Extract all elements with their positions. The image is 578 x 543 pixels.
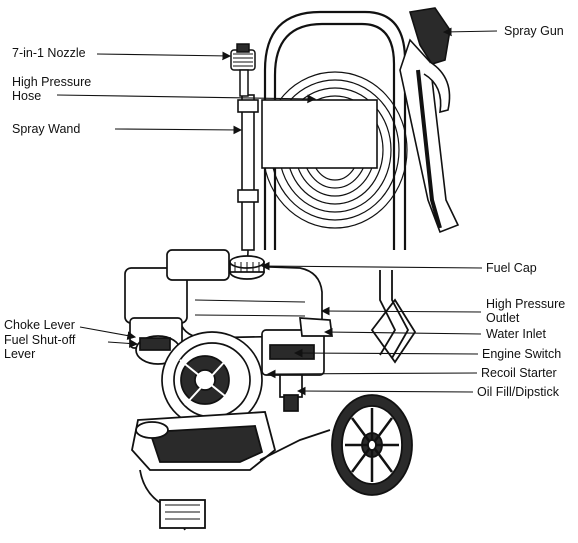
label-water-inlet: Water Inlet — [486, 327, 546, 341]
nozzle — [230, 43, 256, 97]
wheel — [331, 394, 413, 496]
label-fuel-shutoff-line2: Lever — [4, 347, 36, 361]
frame-handle — [263, 10, 407, 250]
base — [131, 411, 331, 531]
label-spray-wand: Spray Wand — [12, 122, 81, 136]
spray-wand — [237, 94, 259, 273]
leader-lines — [56, 27, 498, 396]
label-hose-line2: Hose — [12, 89, 42, 103]
label-spray-gun: Spray Gun — [504, 24, 564, 38]
spray-gun — [399, 7, 460, 234]
label-fuel-cap: Fuel Cap — [486, 261, 537, 275]
stand — [370, 270, 417, 364]
frame-plate — [261, 99, 378, 169]
label-nozzle: 7-in-1 Nozzle — [12, 46, 86, 60]
label-fuel-shutoff-lever: Fuel Shut-off Lever — [4, 333, 75, 361]
label-fuel-shutoff-line1: Fuel Shut-off — [4, 333, 76, 347]
label-high-pressure-outlet: High Pressure Outlet — [486, 297, 565, 325]
label-choke-lever: Choke Lever — [4, 318, 75, 332]
label-recoil-starter: Recoil Starter — [481, 366, 557, 380]
label-oil-fill: Oil Fill/Dipstick — [477, 385, 559, 399]
label-engine-switch: Engine Switch — [482, 347, 562, 361]
label-high-pressure-hose: High Pressure Hose — [12, 75, 91, 103]
label-outlet-line1: High Pressure — [486, 297, 566, 311]
label-hose-line1: High Pressure — [12, 75, 92, 89]
engine — [124, 249, 333, 429]
label-outlet-line2: Outlet — [486, 311, 520, 325]
